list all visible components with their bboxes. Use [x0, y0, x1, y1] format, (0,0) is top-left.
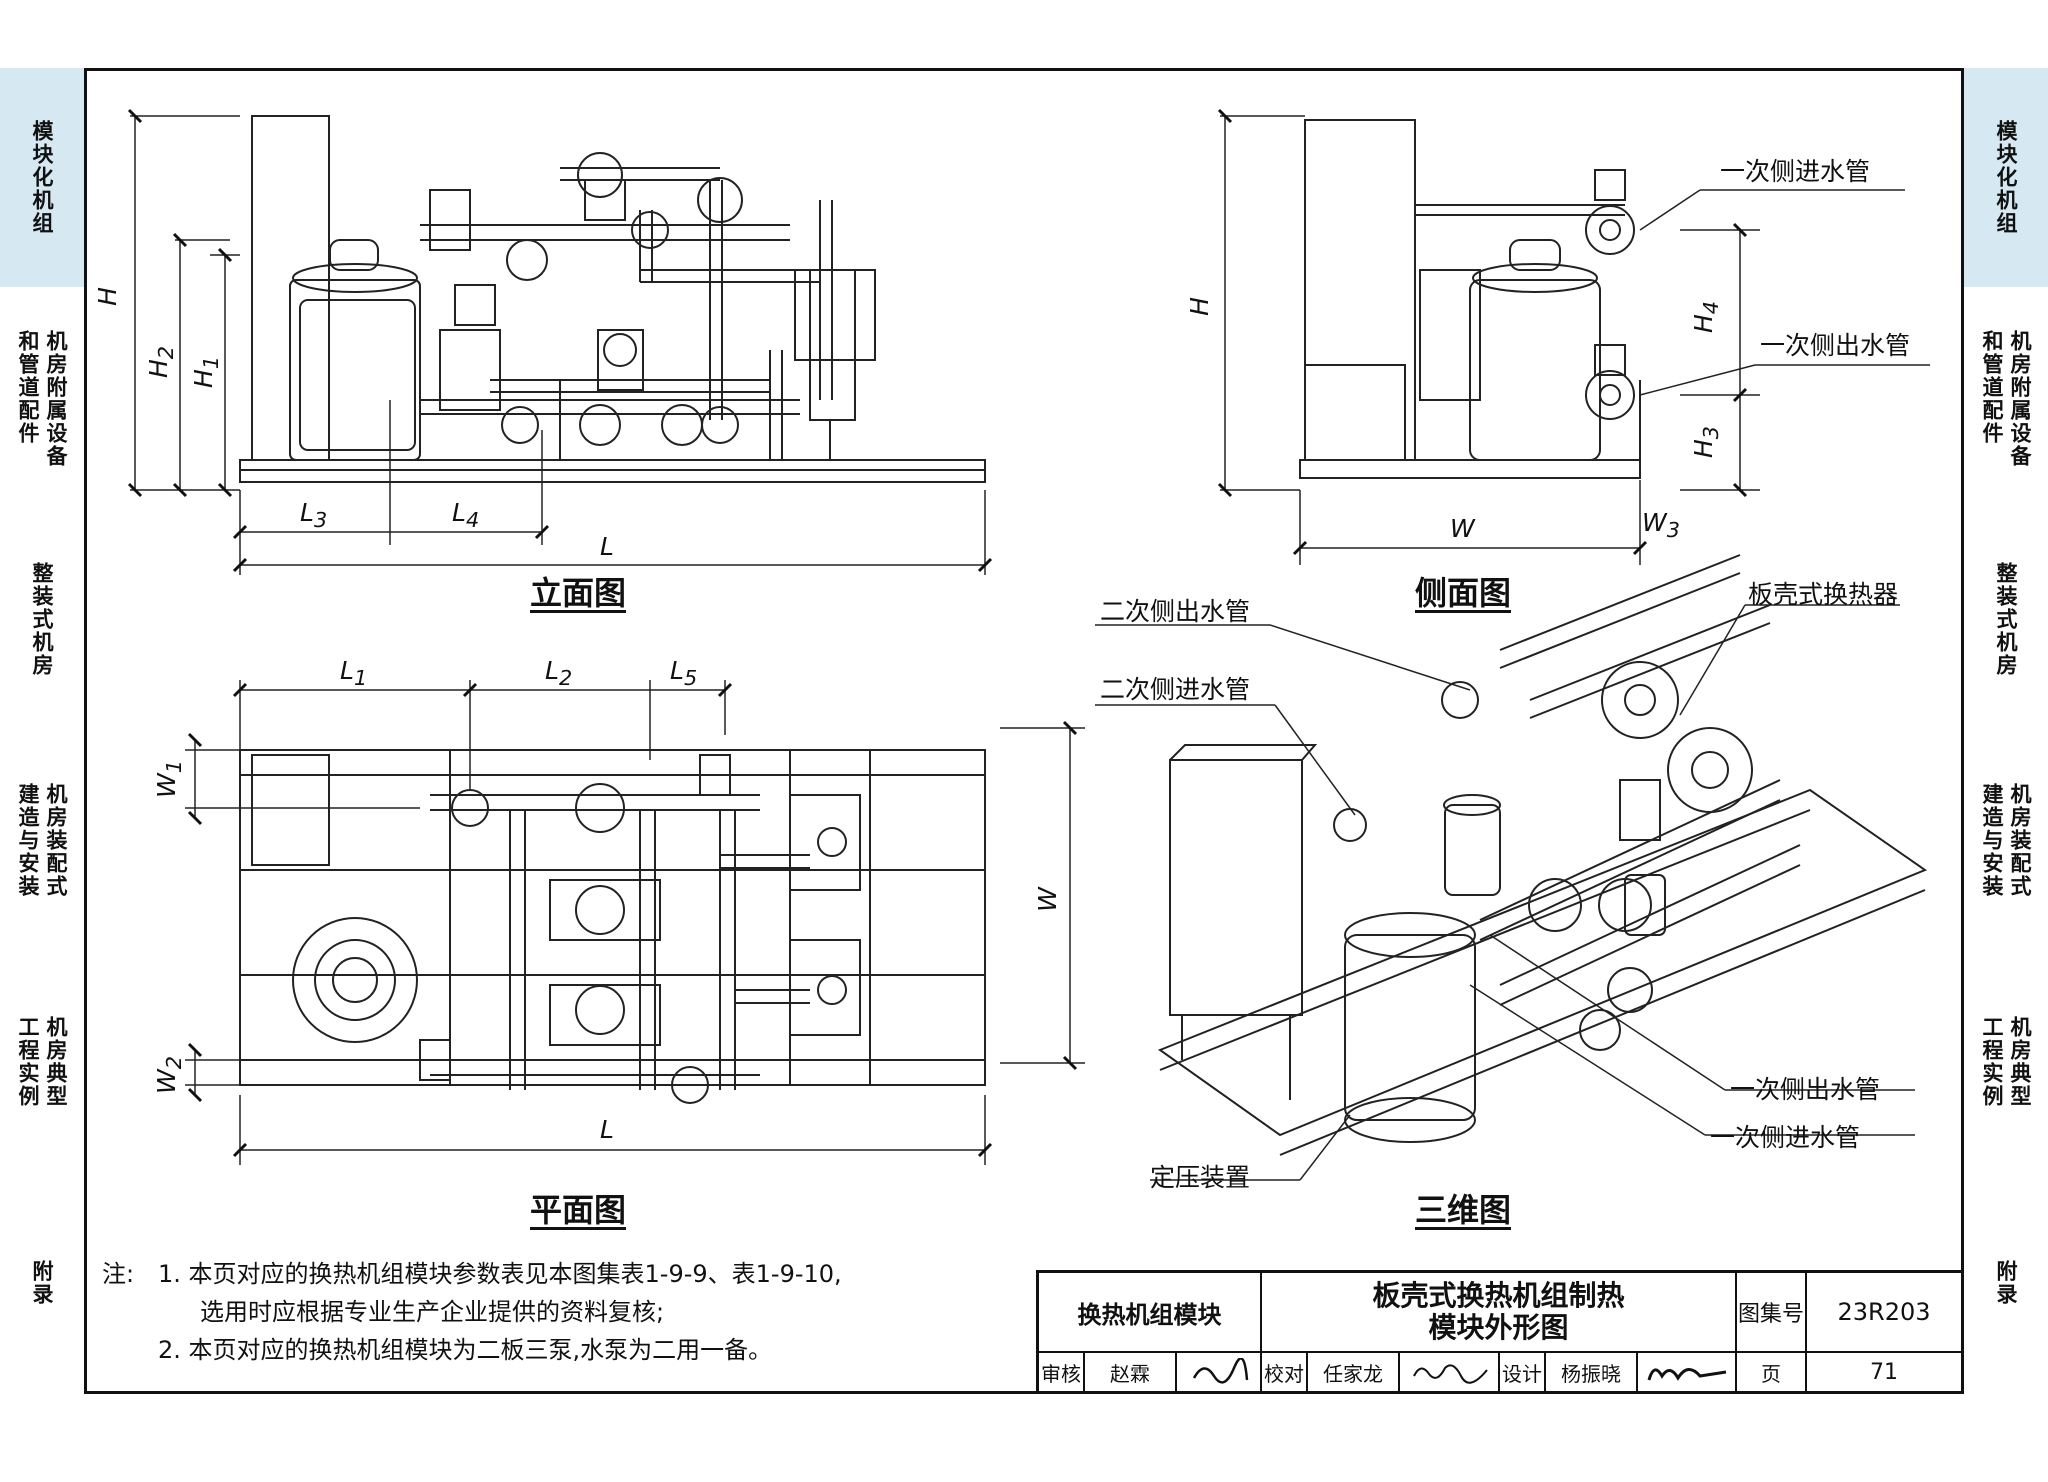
elevation-title: 立面图 [530, 574, 627, 612]
callout-primary-in-side: 一次侧进水管 [1720, 157, 1871, 186]
dim-L1: L1 [340, 656, 368, 690]
signature-designer-icon [1647, 1368, 1727, 1381]
note-2: 2. 本页对应的换热机组模块为二板三泵,水泵为二用一备。 [158, 1336, 773, 1364]
dim-L-elev: L [600, 532, 614, 561]
side-dims [1217, 108, 1930, 565]
callout-primary-out-iso: 一次侧出水管 [1730, 1075, 1881, 1104]
dim-H-side: H [1184, 297, 1214, 316]
dim-L4: L4 [452, 498, 480, 532]
signature-reviewer-icon [1192, 1358, 1248, 1384]
callout-primary-out-side: 一次侧出水管 [1760, 331, 1911, 360]
dim-W1: W1 [152, 760, 186, 798]
right-tab-label: 整装式机房 [1994, 562, 2018, 677]
tb-reviewer: 赵霖 [1085, 1353, 1177, 1391]
dim-H1: H1 [189, 355, 224, 389]
right-tab-label: 机房装配式 [2008, 783, 2032, 898]
right-tab-0[interactable]: 模块化机组 [1964, 68, 2048, 289]
left-tab-label: 建造与安装 [16, 783, 40, 898]
right-tab-label: 建造与安装 [1980, 783, 2004, 898]
tb-review-label: 审核 [1039, 1353, 1085, 1391]
plan-dims [185, 680, 1085, 1165]
dim-H-elev: H [92, 287, 122, 306]
left-tab-5[interactable]: 附录 [0, 1173, 84, 1394]
right-tab-2[interactable]: 整装式机房 [1964, 510, 2048, 731]
iso-title: 三维图 [1415, 1191, 1512, 1229]
right-tab-label: 机房附属设备 [2008, 329, 2032, 468]
left-tab-label: 整装式机房 [30, 562, 54, 677]
left-tab-label: 附录 [30, 1259, 54, 1306]
note-1b: 选用时应根据专业生产企业提供的资料复核; [200, 1298, 665, 1326]
left-tab-label: 工程实例 [16, 1015, 40, 1108]
tb-reviewer-signature [1177, 1353, 1262, 1391]
left-tab-label: 和管道配件 [16, 329, 40, 445]
note-1a: 1. 本页对应的换热机组模块参数表见本图集表1-9-9、表1-9-10, [158, 1260, 842, 1288]
callout-secondary-in: 二次侧进水管 [1100, 675, 1251, 704]
left-tab-2[interactable]: 整装式机房 [0, 510, 84, 731]
left-tab-0[interactable]: 模块化机组 [0, 68, 84, 289]
dim-H3: H3 [1689, 425, 1724, 459]
tb-checker: 任家龙 [1308, 1353, 1400, 1391]
right-tab-4[interactable]: 机房典型工程实例 [1964, 952, 2048, 1173]
tb-page-no: 71 [1870, 1359, 1898, 1385]
elevation-view [239, 115, 986, 483]
right-tab-3[interactable]: 机房装配式建造与安装 [1964, 731, 2048, 952]
tb-checker-signature [1400, 1353, 1500, 1391]
callout-plate-shell-hx: 板壳式换热器 [1748, 580, 1899, 609]
iso-view [1157, 554, 1928, 1156]
left-tab-label: 模块化机组 [30, 120, 54, 235]
dim-L3: L3 [300, 498, 328, 532]
iso-leaders [1095, 604, 1915, 1181]
drawing-frame [84, 68, 1964, 1394]
title-block: 换热机组模块 板壳式换热机组制热 模块外形图 图集号 23R203 审核 赵霖 … [1036, 1270, 1964, 1394]
right-tab-label: 和管道配件 [1980, 329, 2004, 445]
signature-checker-icon [1413, 1364, 1488, 1384]
side-view [1299, 119, 1641, 479]
callout-pressure-device: 定压装置 [1150, 1163, 1251, 1192]
dim-H4: H4 [1689, 300, 1724, 334]
callout-secondary-out: 二次侧出水管 [1100, 597, 1251, 626]
side-title: 侧面图 [1415, 574, 1512, 612]
left-tab-3[interactable]: 机房装配式建造与安装 [0, 731, 84, 952]
tb-design-label: 设计 [1500, 1353, 1546, 1391]
tb-page-label: 页 [1737, 1353, 1807, 1391]
notes-label: 注: [102, 1260, 135, 1288]
tb-module: 换热机组模块 [1039, 1273, 1262, 1353]
dim-W3: W3 [1642, 508, 1680, 542]
dim-L5: L5 [670, 656, 698, 690]
left-tab-4[interactable]: 机房典型工程实例 [0, 952, 84, 1173]
tb-title: 板壳式换热机组制热 模块外形图 [1262, 1273, 1737, 1353]
callout-primary-in-iso: 一次侧进水管 [1710, 1123, 1861, 1152]
dim-H2: H2 [144, 345, 179, 379]
left-tab-label: 机房装配式 [44, 783, 68, 898]
left-tab-label: 机房典型 [44, 1015, 68, 1108]
tb-designer: 杨振晓 [1546, 1353, 1638, 1391]
dim-L2: L2 [545, 656, 573, 690]
tb-atlas-no: 23R203 [1807, 1273, 1961, 1353]
right-tab-5[interactable]: 附录 [1964, 1173, 2048, 1394]
dim-L-plan: L [600, 1115, 614, 1144]
dim-W2: W2 [152, 1056, 186, 1094]
right-tab-1[interactable]: 机房附属设备和管道配件 [1964, 289, 2048, 510]
right-tab-label: 附录 [1994, 1259, 2018, 1306]
dim-W-plan: W [1032, 887, 1062, 912]
left-tab-1[interactable]: 机房附属设备和管道配件 [0, 289, 84, 510]
tb-title-line1: 板壳式换热机组制热 [1372, 1279, 1625, 1312]
tb-atlas-label: 图集号 [1737, 1273, 1807, 1353]
plan-view [239, 749, 986, 1104]
left-tab-label: 机房附属设备 [44, 329, 68, 468]
right-tab-label: 模块化机组 [1994, 120, 2018, 235]
tb-designer-signature [1638, 1353, 1737, 1391]
elevation-dims [127, 108, 993, 575]
tb-title-line2: 模块外形图 [1428, 1311, 1569, 1344]
right-tab-label: 机房典型 [2008, 1015, 2032, 1108]
tb-check-label: 校对 [1262, 1353, 1308, 1391]
right-tab-label: 工程实例 [1980, 1015, 2004, 1108]
plan-title: 平面图 [530, 1191, 627, 1229]
dim-W-side: W [1450, 514, 1475, 543]
